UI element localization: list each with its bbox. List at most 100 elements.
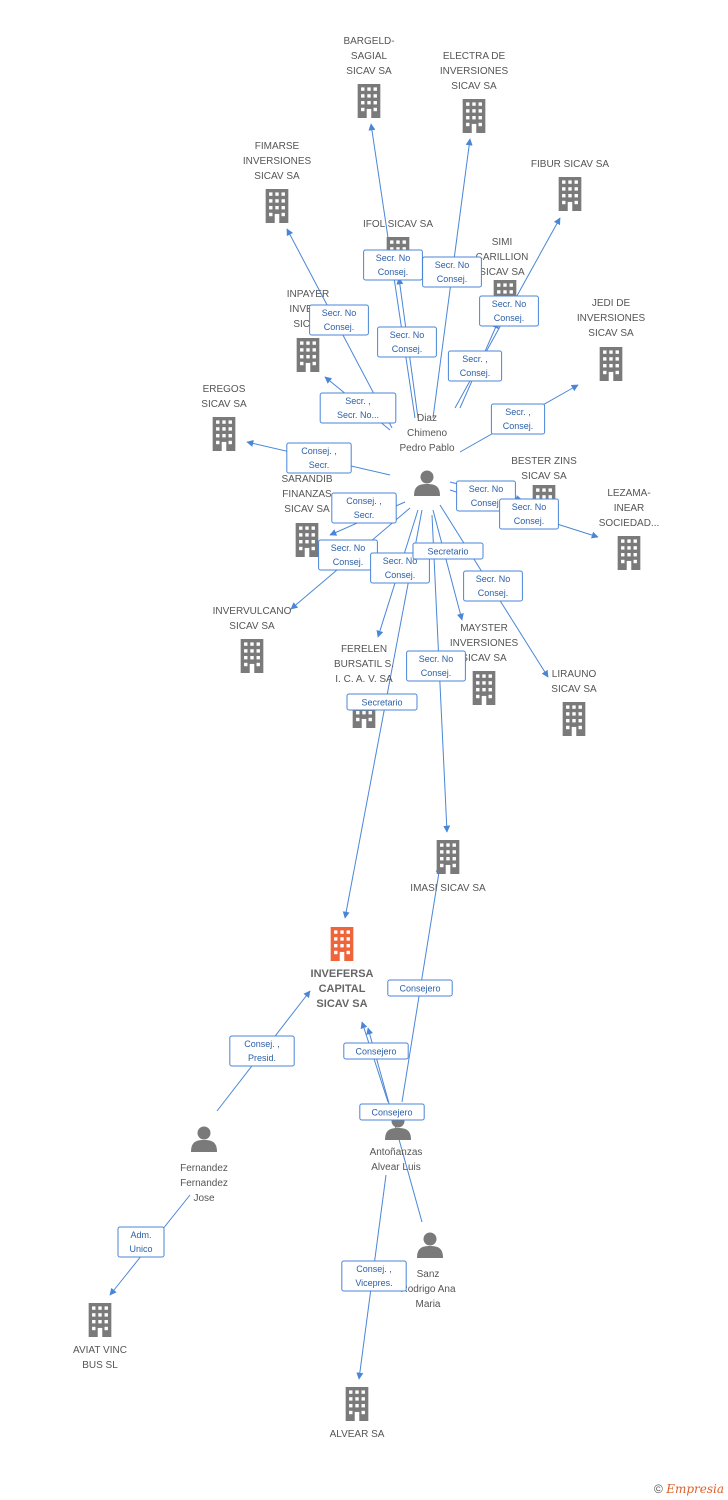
node-label: CAPITAL [319,983,366,995]
node-alvear[interactable]: ALVEAR SA [330,1387,385,1440]
edge-diaz-mayster [432,509,464,621]
node-ferelen[interactable]: FERELEN BURSATIL S. I. C. A. V. SA [334,644,394,728]
node-fibur[interactable]: FIBUR SICAV SA [531,159,609,211]
building-icon [295,523,319,557]
edge-label-fernandez-aviat[interactable]: Adm.Unico [117,1226,165,1258]
node-label: SICAV SA [588,328,634,339]
edge-label-diaz-jedi[interactable]: Secr. ,Consej. [490,403,546,435]
edge-label-antonanzas-alvear[interactable]: Consej. ,Vicepres. [341,1260,407,1292]
building-icon [212,417,236,451]
edge-label-sanz-invefersa[interactable]: Consejero [359,1103,425,1121]
building-icon [558,177,582,211]
node-ifol[interactable]: IFOL SICAV SA [363,219,433,271]
edge-label-diaz-sarandib[interactable]: Consej. , Secr. [331,492,397,524]
node-label: SICAV SA [479,267,525,278]
building-icon [330,927,354,961]
edge-label-text: Consej. , [346,496,382,506]
node-label: BURSATIL S. [334,659,394,670]
node-label: SICAV SA [284,504,330,515]
edge-label-text: Consej. [378,267,409,277]
edge-label-text: Secr. No [492,299,527,309]
node-label: INVERS [289,304,327,315]
edge-label-diaz-mayster[interactable]: Secretario [412,542,484,560]
edge-label-diaz-inpayer[interactable]: Secr. ,Secr. No... [319,392,397,424]
node-label: FIBUR SICAV SA [531,159,609,170]
node-label: INEAR [614,503,645,514]
node-imasi[interactable]: IMASI SICAV SA [410,840,486,894]
edge-label-text: Secr. [309,460,330,470]
edge-label-text: Consej. [460,368,491,378]
edge-label-diaz-simi[interactable]: Secr. , Consej. [447,350,503,382]
node-label: SIMI [492,237,513,248]
edge-label-text: Secr. , [462,354,488,364]
edge-label-box [319,392,397,424]
edge-label-text: Consej. [503,421,534,431]
edge-label-box [412,542,484,560]
edge-label-antonanzas-invefersa[interactable]: Consejero [343,1042,409,1060]
footer-brand[interactable]: © Empresia [654,1482,724,1496]
edge-label-text: Secr. No [419,654,454,664]
edge-label-antonanzas-imasi[interactable]: Consejero [387,979,453,997]
node-label: SICAV SA [551,684,597,695]
node-label: Jose [193,1193,215,1204]
edge-label-text: Consej. [392,344,423,354]
edge-label-text: Consej. [324,322,355,332]
node-lezama[interactable]: LEZAMA-INEARSOCIEDAD... [599,488,660,570]
edge-label-diaz-invefersa[interactable]: Secretario [346,693,418,711]
node-label: FINANZAS [282,489,332,500]
edge-label-text: Secr. No [331,543,366,553]
building-icon [296,338,320,372]
edge-label-text: Secr. No [469,484,504,494]
edge-labels-layer: Secr. No Consej. Secr. No Consej. Secr. No Co… [117,249,559,1292]
node-label: SICAV SA [451,81,497,92]
edge-label-box [117,1226,165,1258]
edge-label-fernandez-invefersa[interactable]: Consej. ,Presid. [229,1035,295,1067]
edge-label-diaz-fibur[interactable]: Secr. No Consej. [479,295,539,327]
edge-label-text: Vicepres. [355,1278,392,1288]
building-icon [472,671,496,705]
node-label: INVEFERSA [311,968,374,980]
edge-label-text: Secr. [354,510,375,520]
building-icon [357,84,381,118]
edge-label-diaz-bargeld[interactable]: Secr. No Consej. [363,249,423,281]
edge-label-text: Consej. [494,313,525,323]
node-label: FERELEN [341,644,387,655]
edge-label-text: Secr. No [376,253,411,263]
edge-label-diaz-eregos[interactable]: Consej. ,Secr. [286,442,352,474]
brand-name: Empresia [666,1482,724,1496]
edge-label-text: Consejero [371,1108,412,1118]
edge-label-box [387,979,453,997]
edge-label-text: Secretario [427,547,468,557]
node-label: I. C. A. V. SA [335,674,393,685]
node-label: SICAV SA [346,66,392,77]
node-label: SOCIEDAD... [599,518,660,529]
node-label: ELECTRA DE [443,51,506,62]
